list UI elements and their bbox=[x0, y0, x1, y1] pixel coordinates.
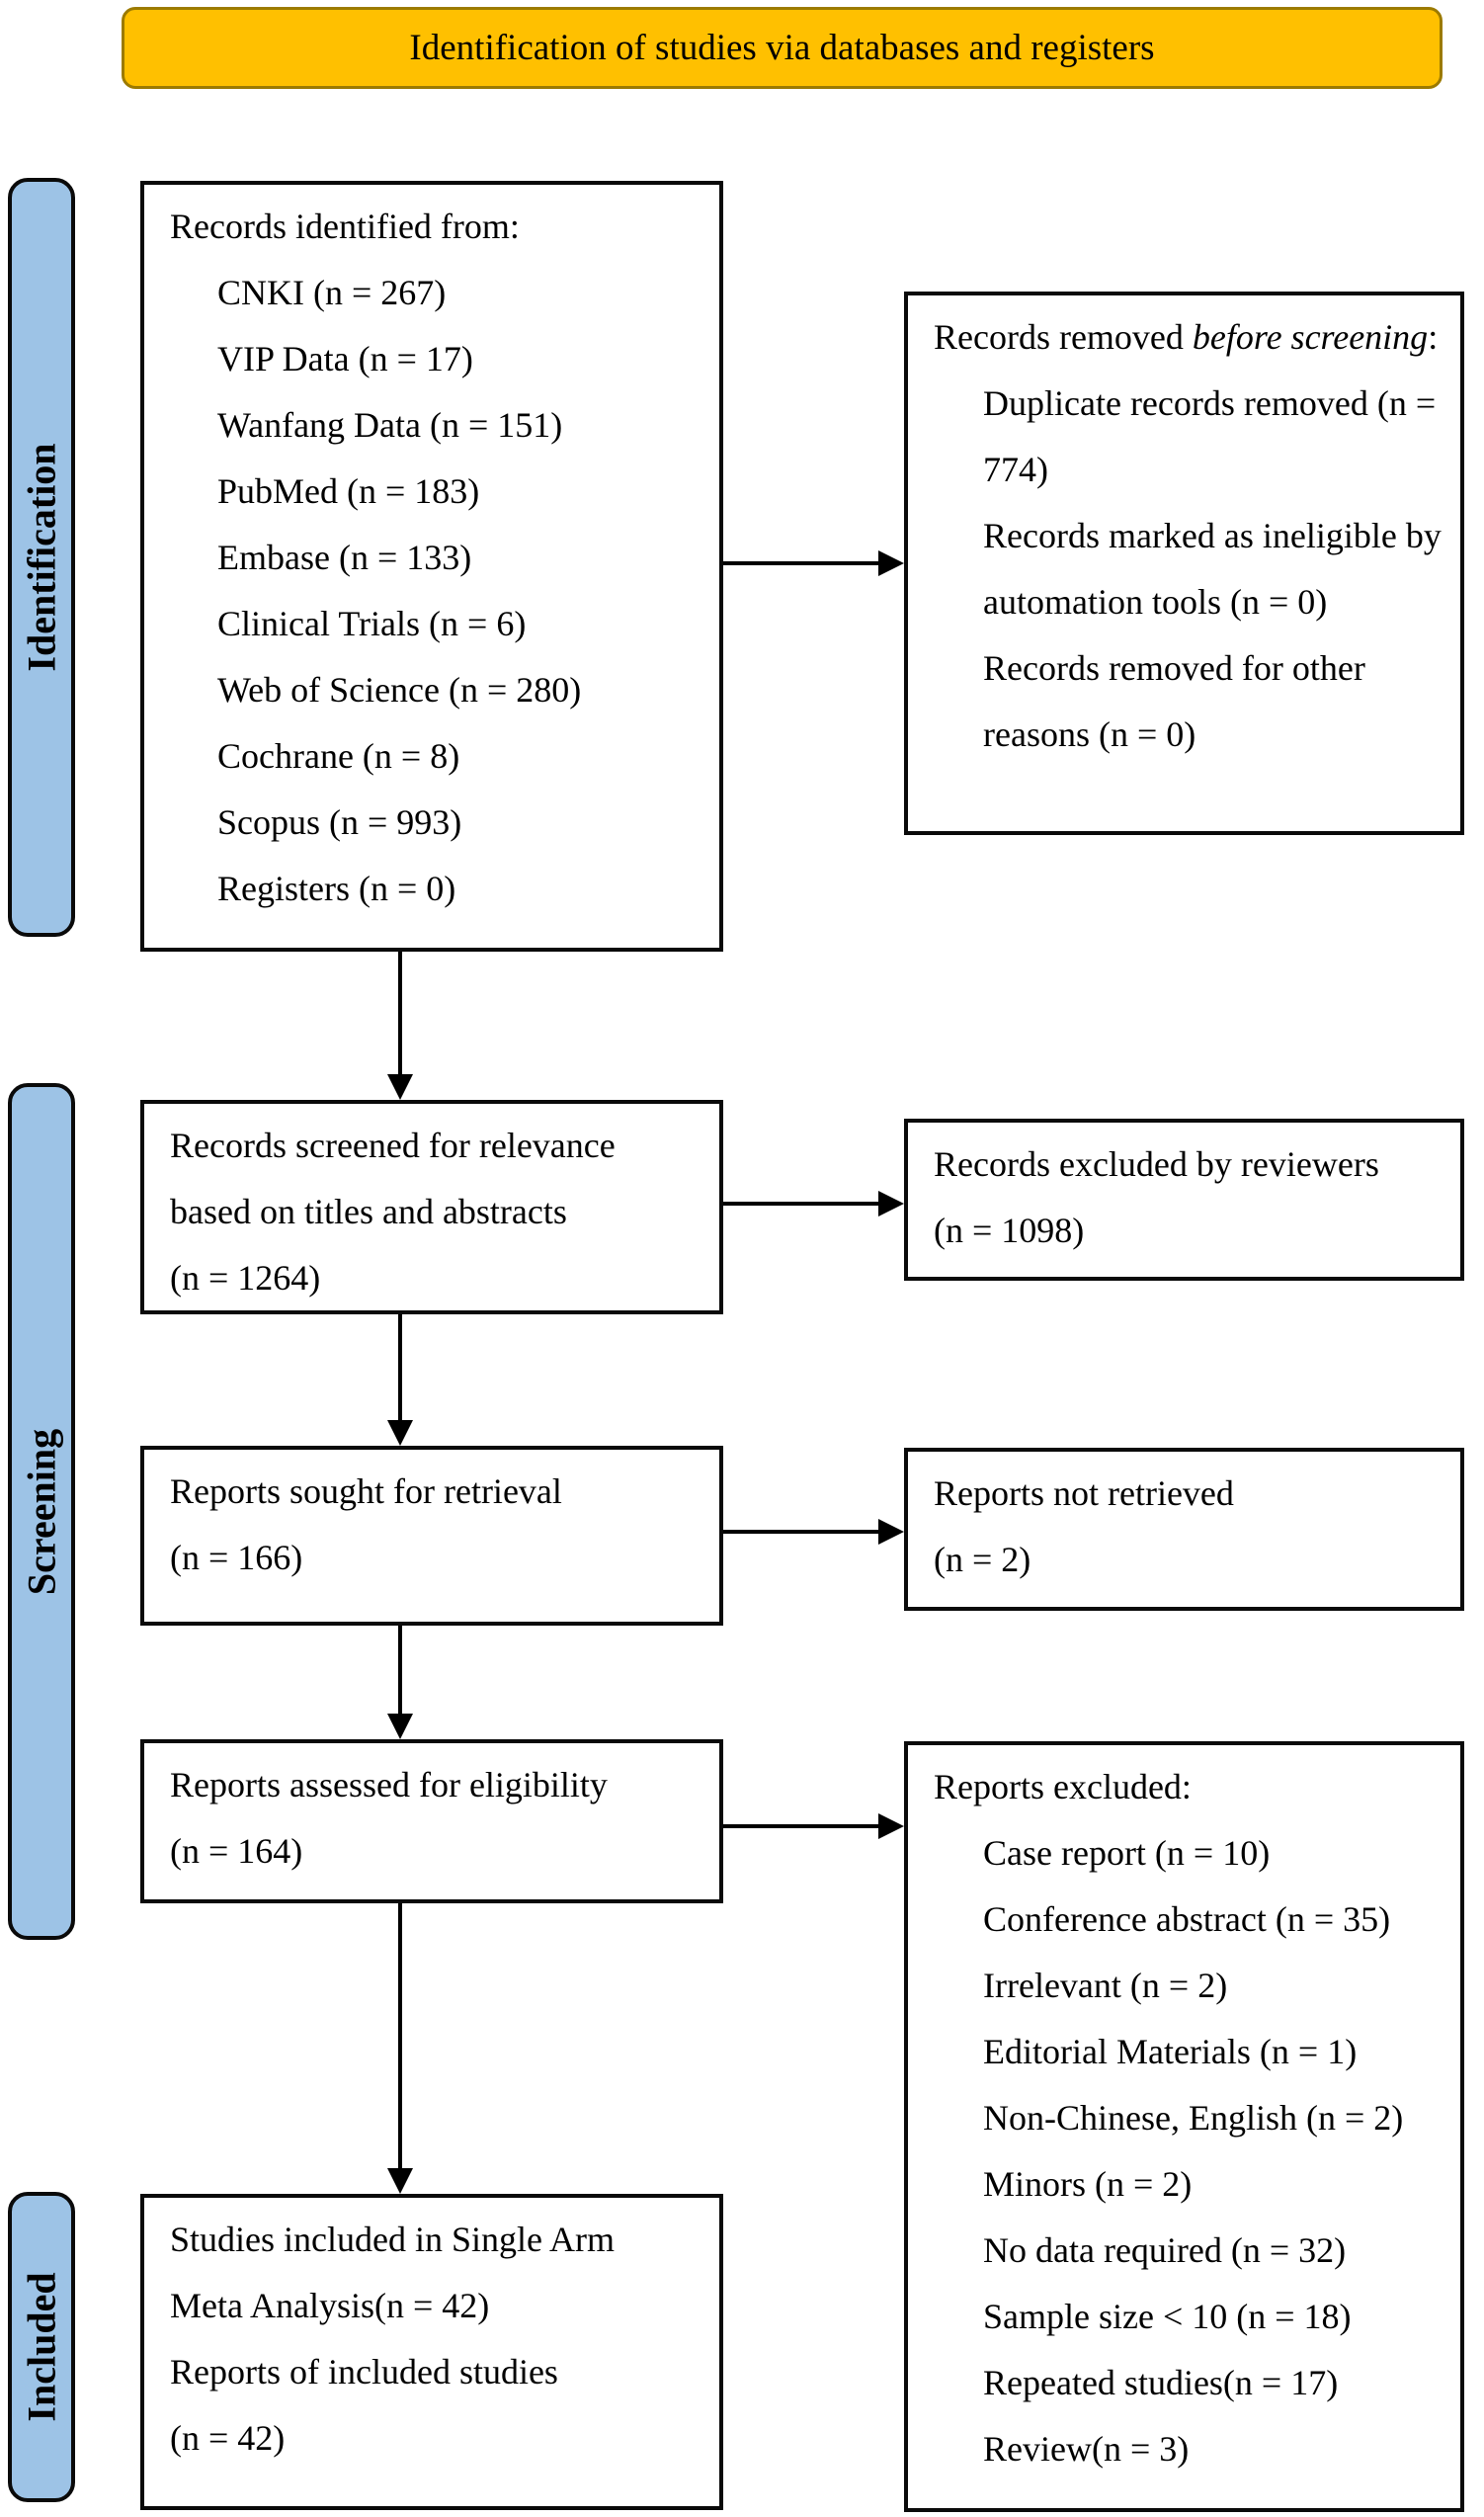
box-line: (n = 2) bbox=[934, 1540, 1031, 1579]
exclusion-item: Conference abstract (n = 35) bbox=[983, 1899, 1391, 1939]
box-records-screened: Records screened for relevance based on … bbox=[140, 1100, 723, 1314]
db-item: Clinical Trials (n = 6) bbox=[217, 604, 527, 643]
arrowhead-assessed-to-included bbox=[387, 2168, 413, 2194]
box-title: Records removed before screening: bbox=[934, 317, 1439, 357]
stage-bar-included: Included bbox=[8, 2192, 75, 2502]
diagram-title: Identification of studies via databases … bbox=[409, 28, 1155, 68]
exclusion-item: Review(n = 3) bbox=[983, 2429, 1190, 2469]
arrow-sought-to-not-retrieved bbox=[723, 1530, 882, 1534]
stage-bar-screening: Screening bbox=[8, 1083, 75, 1940]
box-line: (n = 166) bbox=[170, 1538, 303, 1577]
exclusion-item: Non-Chinese, English (n = 2) bbox=[983, 2098, 1404, 2138]
arrowhead-screened-to-excluded bbox=[878, 1191, 904, 1217]
db-item: Web of Science (n = 280) bbox=[217, 670, 582, 710]
arrow-screened-to-excluded bbox=[723, 1202, 882, 1206]
db-item: Embase (n = 133) bbox=[217, 538, 472, 577]
box-line: (n = 42) bbox=[170, 2418, 286, 2458]
exclusion-item: Repeated studies(n = 17) bbox=[983, 2363, 1339, 2402]
exclusion-item: Minors (n = 2) bbox=[983, 2164, 1193, 2204]
box-reports-sought: Reports sought for retrieval (n = 166) bbox=[140, 1446, 723, 1626]
removal-item: Records marked as ineligible by automati… bbox=[983, 516, 1442, 622]
box-records-excluded-reviewers: Records excluded by reviewers (n = 1098) bbox=[904, 1119, 1464, 1281]
box-line: (n = 1098) bbox=[934, 1211, 1085, 1250]
db-item: Scopus (n = 993) bbox=[217, 802, 462, 842]
arrowhead-identified-to-screened bbox=[387, 1074, 413, 1100]
removal-item: Duplicate records removed (n = 774) bbox=[983, 383, 1437, 489]
box-line: Records screened for relevance bbox=[170, 1126, 616, 1165]
box-title: Reports excluded: bbox=[934, 1767, 1192, 1806]
arrowhead-assessed-to-excluded bbox=[878, 1813, 904, 1839]
box-line: (n = 164) bbox=[170, 1831, 303, 1871]
box-line: Meta Analysis(n = 42) bbox=[170, 2286, 490, 2325]
db-item: Wanfang Data (n = 151) bbox=[217, 405, 563, 445]
box-reports-assessed: Reports assessed for eligibility (n = 16… bbox=[140, 1739, 723, 1903]
db-item: Registers (n = 0) bbox=[217, 869, 456, 908]
box-line: Reports sought for retrieval bbox=[170, 1471, 562, 1511]
box-records-removed: Records removed before screening: Duplic… bbox=[904, 292, 1464, 835]
removal-item: Records removed for other reasons (n = 0… bbox=[983, 648, 1365, 754]
db-item: PubMed (n = 183) bbox=[217, 471, 480, 511]
exclusion-item: No data required (n = 32) bbox=[983, 2230, 1347, 2270]
stage-bar-identification: Identification bbox=[8, 178, 75, 937]
stage-label-included: Included bbox=[19, 2272, 64, 2422]
stage-label-screening: Screening bbox=[19, 1428, 64, 1595]
box-records-identified: Records identified from: CNKI (n = 267) … bbox=[140, 181, 723, 952]
box-line: based on titles and abstracts bbox=[170, 1192, 567, 1231]
diagram-title-banner: Identification of studies via databases … bbox=[122, 7, 1443, 89]
stage-label-identification: Identification bbox=[19, 443, 64, 672]
exclusion-item: Editorial Materials (n = 1) bbox=[983, 2032, 1358, 2071]
db-item: Cochrane (n = 8) bbox=[217, 736, 460, 776]
arrow-assessed-to-excluded bbox=[723, 1824, 882, 1828]
arrow-assessed-to-included bbox=[398, 1903, 402, 2170]
box-reports-excluded: Reports excluded: Case report (n = 10) C… bbox=[904, 1741, 1464, 2512]
exclusion-item: Sample size < 10 (n = 18) bbox=[983, 2297, 1352, 2336]
arrowhead-sought-to-assessed bbox=[387, 1714, 413, 1739]
box-line: (n = 1264) bbox=[170, 1258, 321, 1298]
box-line: Reports of included studies bbox=[170, 2352, 558, 2391]
arrow-sought-to-assessed bbox=[398, 1626, 402, 1716]
arrowhead-sought-to-not-retrieved bbox=[878, 1519, 904, 1545]
arrowhead-screened-to-sought bbox=[387, 1420, 413, 1446]
db-item: CNKI (n = 267) bbox=[217, 273, 447, 312]
exclusion-item: Case report (n = 10) bbox=[983, 1833, 1271, 1873]
exclusion-item: Irrelevant (n = 2) bbox=[983, 1966, 1228, 2005]
box-line: Reports not retrieved bbox=[934, 1473, 1234, 1513]
arrow-screened-to-sought bbox=[398, 1314, 402, 1422]
box-line: Reports assessed for eligibility bbox=[170, 1765, 608, 1804]
box-line: Studies included in Single Arm bbox=[170, 2220, 615, 2259]
arrowhead-identified-to-removed bbox=[878, 550, 904, 576]
box-reports-not-retrieved: Reports not retrieved (n = 2) bbox=[904, 1448, 1464, 1611]
box-studies-included: Studies included in Single Arm Meta Anal… bbox=[140, 2194, 723, 2510]
db-item: VIP Data (n = 17) bbox=[217, 339, 473, 378]
arrow-identified-to-screened bbox=[398, 952, 402, 1076]
box-title: Records identified from: bbox=[170, 207, 520, 246]
arrow-identified-to-removed bbox=[723, 561, 882, 565]
box-line: Records excluded by reviewers bbox=[934, 1144, 1379, 1184]
